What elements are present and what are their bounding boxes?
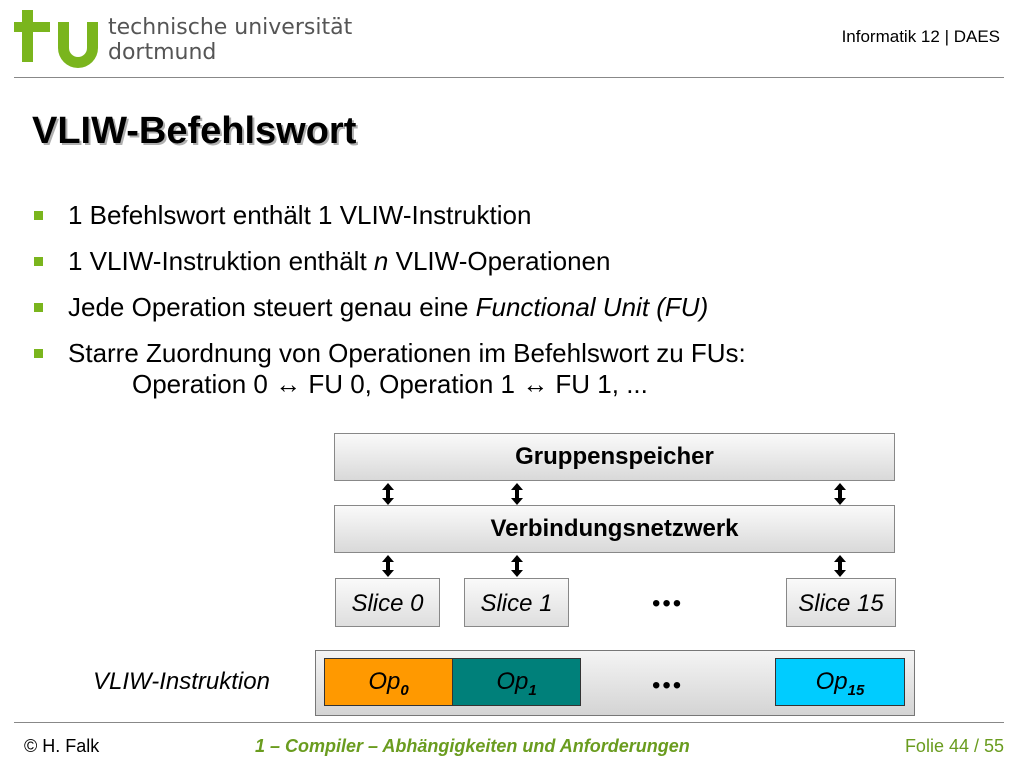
header-divider xyxy=(14,77,1004,78)
university-name: technische universität dortmund xyxy=(108,15,352,65)
operation-ellipsis: ••• xyxy=(652,672,684,699)
slice-ellipsis: ••• xyxy=(652,590,684,617)
slice-block: Slice 0 xyxy=(335,578,440,627)
bullet-item: Jede Operation steuert genau eine Functi… xyxy=(34,292,994,323)
bullet-square-icon xyxy=(34,211,43,220)
instruction-label: VLIW-Instruktion xyxy=(93,668,270,695)
group-memory-block: Gruppenspeicher xyxy=(334,433,895,481)
op-index: 1 xyxy=(528,681,537,699)
bullet-text: Jede Operation steuert genau eine xyxy=(68,292,476,322)
operation-block: Op1 xyxy=(452,658,581,706)
tu-logo-icon xyxy=(14,10,98,68)
op-index: 15 xyxy=(847,681,865,699)
footer-page-number: Folie 44 / 55 xyxy=(904,736,1004,756)
bullet-square-icon xyxy=(34,257,43,266)
bullet-emphasis: Functional Unit (FU) xyxy=(475,292,709,322)
bullet-list: 1 Befehlswort enthält 1 VLIW-Instruktion… xyxy=(34,200,994,415)
operation-block: Op15 xyxy=(775,658,905,706)
footer-author: © H. Falk xyxy=(24,736,100,756)
double-arrow-icon xyxy=(382,555,394,577)
slice-block: Slice 15 xyxy=(786,578,896,627)
slice-block: Slice 1 xyxy=(464,578,569,627)
department-label: Informatik 12 | DAES xyxy=(841,27,1000,46)
double-arrow-icon xyxy=(834,555,846,577)
bullet-text: 1 VLIW-Instruktion enthält xyxy=(68,246,374,276)
university-name-line2: dortmund xyxy=(108,40,217,65)
network-block: Verbindungsnetzwerk xyxy=(334,505,895,553)
footer-chapter: 1 – Compiler – Abhängigkeiten und Anford… xyxy=(255,736,690,756)
bullet-item: 1 VLIW-Instruktion enthält n VLIW-Operat… xyxy=(34,246,994,277)
university-name-line1: technische universität xyxy=(108,15,353,40)
bullet-continuation: Operation 0 ↔ FU 0, Operation 1 ↔ FU 1, … xyxy=(132,369,648,399)
double-arrow-icon xyxy=(511,555,523,577)
op-base-text: Op xyxy=(368,668,401,695)
double-arrow-icon xyxy=(382,483,394,505)
footer-divider xyxy=(14,722,1004,723)
bullet-item: Starre Zuordnung von Operationen im Befe… xyxy=(34,338,994,400)
slide-title: VLIW-Befehlswort xyxy=(32,110,357,152)
bullet-text: 1 Befehlswort enthält 1 VLIW-Instruktion xyxy=(68,200,532,230)
bullet-text: VLIW-Operationen xyxy=(388,246,611,276)
operation-block: Op0 xyxy=(324,658,453,706)
double-arrow-icon xyxy=(511,483,523,505)
bullet-text: Starre Zuordnung von Operationen im Befe… xyxy=(68,338,746,368)
bullet-square-icon xyxy=(34,349,43,358)
op-base-text: Op xyxy=(496,668,529,695)
bullet-item: 1 Befehlswort enthält 1 VLIW-Instruktion xyxy=(34,200,994,231)
double-arrow-icon xyxy=(834,483,846,505)
bullet-square-icon xyxy=(34,303,43,312)
op-base-text: Op xyxy=(815,668,848,695)
bullet-emphasis: n xyxy=(373,246,389,276)
op-index: 0 xyxy=(400,681,409,699)
